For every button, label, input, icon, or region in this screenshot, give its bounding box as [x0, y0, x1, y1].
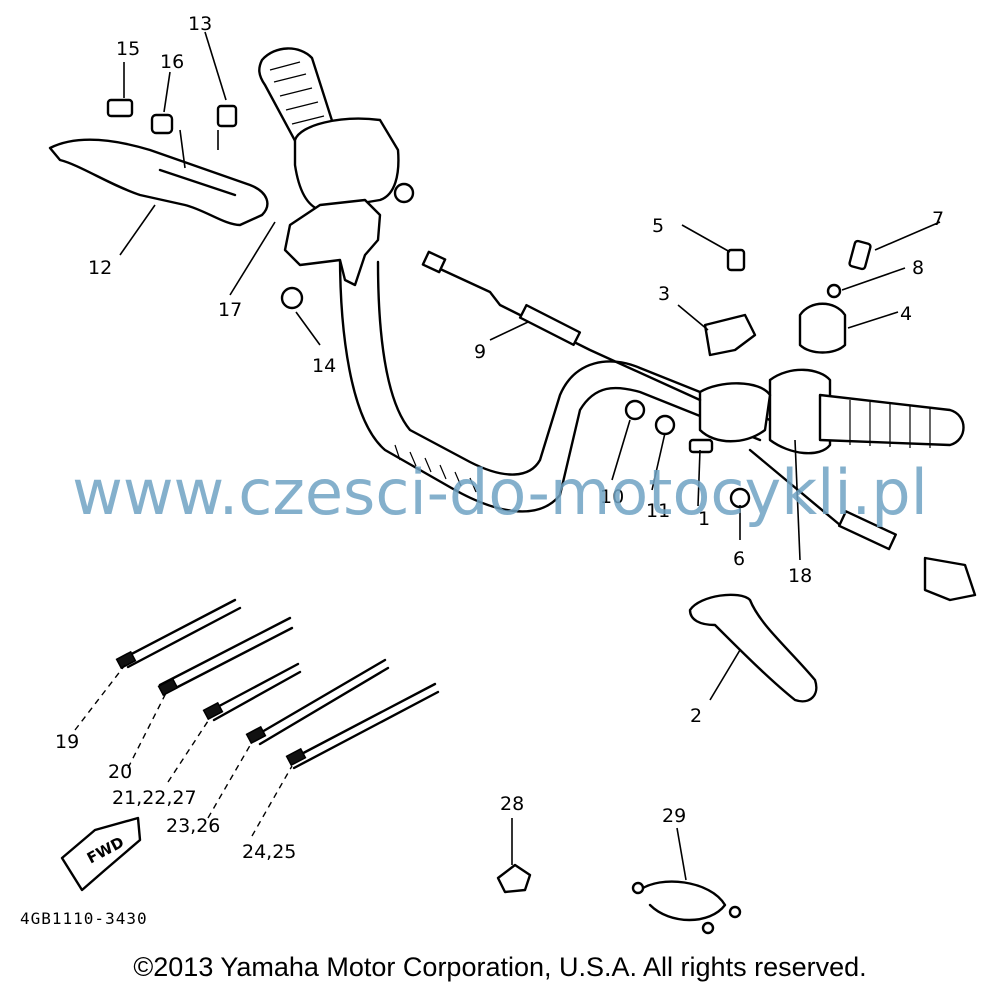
label-part-10: 10	[600, 486, 624, 508]
label-part-14: 14	[312, 355, 336, 377]
label-part-18: 18	[788, 565, 812, 587]
label-part-7: 7	[932, 208, 944, 230]
label-part-12: 12	[88, 257, 112, 279]
label-part-9: 9	[474, 341, 486, 363]
label-part-11: 11	[646, 500, 670, 522]
label-part-13: 13	[188, 13, 212, 35]
part-labels: 1 2 3 4 5 6 7 8 9 10 11 12 13 14 15 16 1…	[20, 13, 944, 928]
label-part-17: 17	[218, 299, 242, 321]
label-part-23-26: 23,26	[166, 815, 220, 837]
clamp-parts	[703, 302, 847, 357]
label-part-2: 2	[690, 705, 702, 727]
label-part-1: 1	[698, 508, 710, 530]
label-part-4: 4	[900, 303, 912, 325]
label-part-8: 8	[912, 257, 924, 279]
clutch-lever	[48, 138, 269, 227]
hardware	[106, 98, 872, 509]
diagram-code: 4GB1110-3430	[20, 909, 148, 928]
label-part-20: 20	[108, 761, 132, 783]
clips	[496, 863, 742, 935]
copyright-notice: ©2013 Yamaha Motor Corporation, U.S.A. A…	[133, 952, 867, 982]
label-part-16: 16	[160, 51, 184, 73]
label-part-28: 28	[500, 793, 524, 815]
label-part-6: 6	[733, 548, 745, 570]
leader-lines	[74, 31, 941, 881]
label-part-29: 29	[662, 805, 686, 827]
label-part-19: 19	[55, 731, 79, 753]
right-grip-assembly	[698, 368, 965, 455]
brake-lever	[688, 593, 818, 703]
left-grip-assembly	[258, 47, 415, 287]
handlebar	[338, 253, 772, 513]
cable-ties	[115, 598, 440, 770]
fwd-arrow: FWD	[60, 816, 142, 892]
label-part-15: 15	[116, 38, 140, 60]
cables	[421, 250, 977, 602]
watermark: www.czesci-do-motocykli.pl	[72, 456, 928, 529]
label-part-3: 3	[658, 283, 670, 305]
label-part-5: 5	[652, 215, 664, 237]
label-part-21-22-27: 21,22,27	[112, 787, 197, 809]
label-part-24-25: 24,25	[242, 841, 296, 863]
